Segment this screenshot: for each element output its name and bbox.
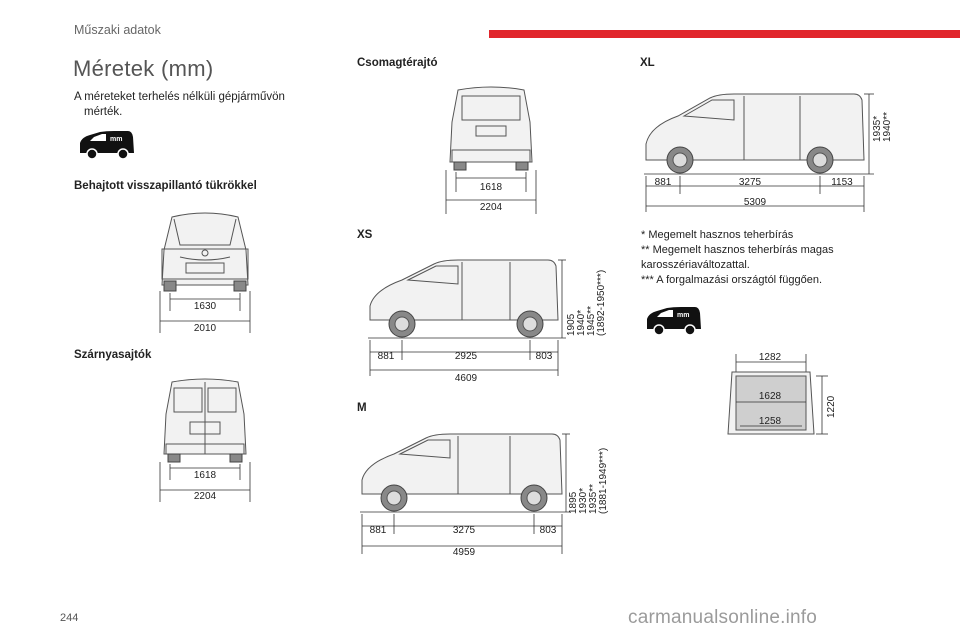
- section-header: Műszaki adatok: [74, 23, 161, 37]
- tailgate-outer-width: 2204: [480, 202, 503, 213]
- xl-front-overhang: 881: [655, 177, 672, 188]
- xl-total-length: 5309: [744, 197, 767, 208]
- van-side-icon: mm: [647, 307, 701, 336]
- wing-doors-heading: Szárnyasajtók: [74, 349, 152, 361]
- watermark: carmanualsonline.info: [628, 607, 818, 628]
- m-side-diagram: 881 3275 803 4959 1895 1930* 1935** (188…: [360, 433, 609, 558]
- m-heading: M: [357, 402, 367, 414]
- m-front-overhang: 881: [370, 525, 387, 536]
- footnote-2: ** Megemelt hasznos teherbírás magas: [641, 244, 834, 256]
- front-view-diagram: 1630 2010: [159, 212, 251, 334]
- xl-height-1: 1935*: [872, 116, 883, 142]
- svg-text:mm: mm: [677, 312, 689, 319]
- m-rear-overhang: 803: [540, 525, 557, 536]
- cargo-top-width: 1282: [759, 352, 782, 363]
- cargo-opening-diagram: 1282 1628 1258 1220: [727, 352, 837, 435]
- page-title: Méretek (mm): [73, 56, 214, 81]
- cargo-height: 1220: [826, 395, 837, 418]
- xl-side-diagram: 881 3275 1153 5309 1935* 1940**: [644, 93, 893, 212]
- xs-front-overhang: 881: [378, 351, 395, 362]
- cargo-bottom-width: 1258: [759, 416, 782, 427]
- svg-text:mm: mm: [110, 136, 122, 143]
- mirrors-folded-heading: Behajtott visszapillantó tükrökkel: [74, 180, 257, 192]
- xl-heading: XL: [640, 57, 655, 69]
- wing-doors-inner-width: 1618: [194, 470, 217, 481]
- m-height-4: (1881-1949***): [598, 448, 609, 514]
- intro-text: A méreteket terhelés nélküli gépjárművön…: [74, 90, 304, 120]
- mirrors-outer-width: 2010: [194, 323, 217, 334]
- m-height-1: 1895: [568, 491, 579, 514]
- xs-height-1: 1905: [566, 313, 577, 336]
- xl-height-2: 1940**: [882, 112, 893, 142]
- rear-wing-doors-diagram: 1618 2204: [159, 378, 251, 502]
- wing-doors-outer-width: 2204: [194, 491, 217, 502]
- m-wheelbase: 3275: [453, 525, 476, 536]
- intro-line-2: mérték.: [84, 106, 123, 118]
- rear-tailgate-diagram: 1618 2204: [445, 86, 537, 214]
- xs-rear-overhang: 803: [536, 351, 553, 362]
- xl-rear-overhang: 1153: [831, 177, 853, 188]
- intro-line-1: A méreteket terhelés nélküli gépjárművön: [74, 91, 285, 103]
- xs-heading: XS: [357, 229, 373, 241]
- footnote-3: karosszériaváltozattal.: [641, 259, 750, 271]
- xs-height-3: 1945**: [586, 306, 597, 336]
- xs-wheelbase: 2925: [455, 351, 478, 362]
- mirrors-inner-width: 1630: [194, 301, 217, 312]
- footnote-1: * Megemelt hasznos teherbírás: [641, 229, 794, 241]
- xs-height-4: (1892-1950***): [596, 270, 607, 336]
- footnotes: * Megemelt hasznos teherbírás ** Megemel…: [641, 228, 871, 288]
- tailgate-inner-width: 1618: [480, 182, 503, 193]
- footnote-4: *** A forgalmazási országtól függően.: [641, 274, 823, 286]
- m-total-length: 4959: [453, 547, 476, 558]
- xl-wheelbase: 3275: [739, 177, 762, 188]
- van-side-icon: mm: [80, 131, 134, 160]
- m-height-3: 1935**: [588, 484, 599, 514]
- page-number: 244: [60, 612, 79, 624]
- xs-side-diagram: 881 2925 803 4609 1905 1940* 1945** (189…: [368, 259, 607, 384]
- tailgate-heading: Csomagtérajtó: [357, 57, 438, 69]
- xs-height-2: 1940*: [576, 310, 587, 336]
- cargo-middle-width: 1628: [759, 391, 782, 402]
- xs-total-length: 4609: [455, 373, 478, 384]
- m-height-2: 1930*: [578, 488, 589, 514]
- accent-bar: [489, 30, 960, 38]
